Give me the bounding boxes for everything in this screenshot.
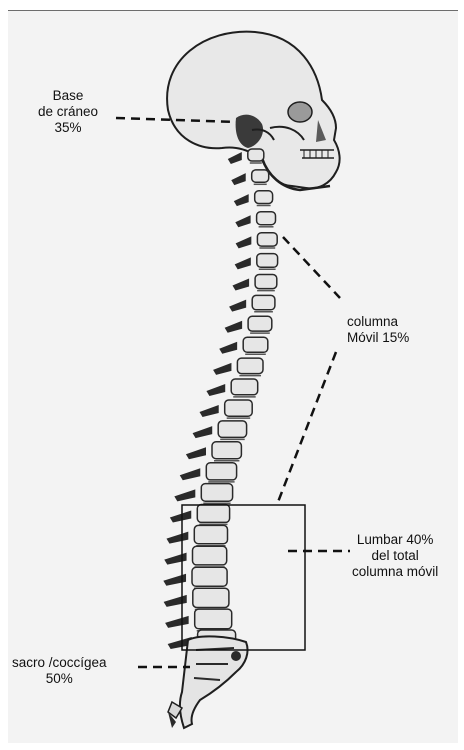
columna-movil-leader-upper	[283, 237, 340, 298]
vertebra-spinous-process	[225, 321, 242, 333]
vertebra-spinous-process	[235, 257, 251, 269]
label-base-craneo: Base de cráneo 35%	[18, 88, 118, 136]
vertebra-body	[192, 567, 227, 586]
vertebra-body	[193, 588, 229, 607]
vertebra-body	[248, 149, 264, 161]
vertebra-body	[195, 609, 232, 629]
label-lumbar-line1: Lumbar 40%	[352, 532, 438, 548]
vertebra-body	[248, 316, 272, 331]
vertebra-spinous-process	[200, 405, 219, 417]
vertebra-body	[218, 421, 246, 438]
vertebra-body	[197, 505, 229, 523]
vertebra-spinous-process	[231, 173, 245, 185]
vertebra-spinous-process	[228, 152, 242, 164]
vertebra-spinous-process	[234, 194, 249, 206]
label-base-craneo-line3: 35%	[18, 120, 118, 136]
label-lumbar-line2: del total	[352, 548, 438, 564]
vertebra-spinous-process	[164, 553, 186, 565]
label-base-craneo-line2: de cráneo	[18, 104, 118, 120]
vertebra-spinous-process	[186, 447, 206, 459]
columna-movil-leader-lower	[278, 352, 336, 502]
vertebra-body	[257, 212, 276, 225]
label-lumbar: Lumbar 40% del total columna móvil	[352, 532, 438, 580]
vertebra-body	[252, 295, 275, 309]
vertebra-body	[243, 337, 268, 352]
label-sacro-line1: sacro /coccígea	[12, 655, 107, 671]
vertebra-spinous-process	[236, 236, 252, 248]
vertebra-body	[237, 358, 263, 374]
vertebra-body	[225, 400, 253, 416]
label-sacro-line2: 50%	[12, 671, 107, 687]
vertebra-body	[255, 275, 277, 289]
label-base-craneo-line1: Base	[18, 88, 118, 104]
vertebra-body	[206, 463, 236, 480]
vertebra-spinous-process	[219, 342, 237, 354]
label-columna-movil-line1: columna	[347, 314, 409, 330]
vertebra-spinous-process	[193, 426, 213, 438]
vertebra-body	[255, 191, 273, 204]
label-sacro: sacro /coccígea 50%	[12, 655, 107, 687]
label-columna-movil: columna Móvil 15%	[347, 314, 409, 346]
vertebra-body	[257, 254, 278, 268]
label-columna-movil-line2: Móvil 15%	[347, 330, 409, 346]
vertebra-spinous-process	[229, 300, 246, 312]
vertebra-spinous-process	[206, 384, 225, 396]
vertebral-column	[163, 149, 277, 652]
vertebra-body	[212, 442, 241, 459]
vertebra-spinous-process	[165, 616, 189, 628]
vertebra-spinous-process	[235, 215, 250, 227]
vertebra-spinous-process	[174, 489, 195, 501]
vertebra-spinous-process	[180, 468, 201, 480]
vertebra-spinous-process	[213, 363, 231, 375]
vertebra-body	[201, 484, 232, 502]
label-lumbar-line3: columna móvil	[352, 564, 438, 580]
vertebra-body	[231, 379, 258, 395]
vertebra-spinous-process	[164, 595, 187, 607]
vertebra-body	[252, 170, 269, 182]
vertebra-body	[257, 233, 277, 246]
vertebra-spinous-process	[232, 279, 249, 291]
vertebra-spinous-process	[166, 532, 188, 544]
vertebra-body	[193, 546, 227, 565]
vertebra-spinous-process	[170, 510, 191, 522]
skull	[167, 32, 340, 190]
vertebra-body	[194, 525, 227, 543]
